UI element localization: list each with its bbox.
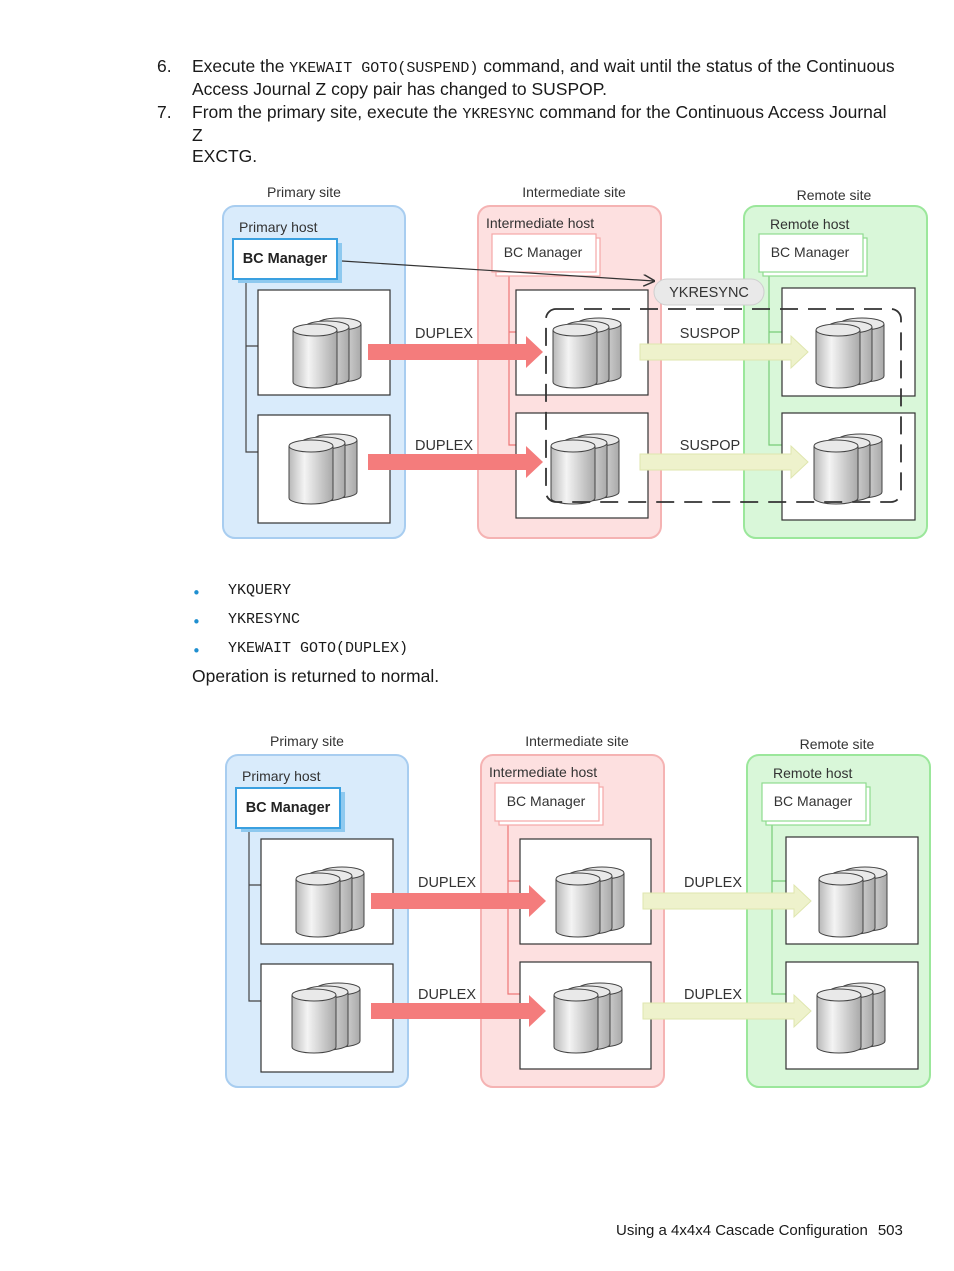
duplex-arrow: [368, 446, 543, 478]
duplex-arrow-remote: [642, 993, 812, 1029]
intermediate-site-label: Intermediate site: [522, 184, 626, 200]
disk-stack-icon: [296, 867, 364, 937]
bc-manager-primary: [232, 238, 338, 280]
bc-manager-remote: [758, 233, 864, 273]
pair-status-label: SUSPOP: [680, 438, 740, 454]
pair-status-label: SUSPOP: [680, 326, 740, 342]
remote-site-label: Remote site: [800, 736, 875, 752]
bc-manager-remote-label: BC Manager: [774, 793, 853, 809]
bullet-icon: •: [192, 642, 201, 660]
bc-manager-primary-label: BC Manager: [246, 800, 331, 816]
primary-site-label: Primary site: [270, 733, 344, 749]
pair-status-label: DUPLEX: [418, 987, 476, 1003]
footer-title: Using a 4x4x4 Cascade Configuration: [616, 1222, 868, 1239]
bc-manager-intermediate-label: BC Manager: [507, 793, 586, 809]
step-text-pre: From the primary site, execute the: [192, 102, 463, 122]
remote-site-label: Remote site: [797, 187, 872, 203]
disk-stack-icon: [816, 318, 884, 388]
command-code: YKRESYNC: [462, 106, 535, 123]
list-item-text: YKEWAIT GOTO(DUPLEX): [228, 640, 409, 657]
disk-stack-icon: [814, 434, 882, 504]
bc-manager-primary: [235, 787, 341, 829]
diagram-resync: Primary site Intermediate site Remote si…: [222, 184, 928, 539]
bc-manager-remote-label: BC Manager: [771, 244, 850, 260]
disk-stack-icon: [292, 983, 360, 1053]
remote-host-label: Remote host: [773, 765, 852, 781]
duplex-arrow: [371, 885, 546, 917]
command-list: • YKQUERY • YKRESYNC • YKEWAIT GOTO(DUPLEX): [192, 580, 408, 667]
primary-host-label: Primary host: [239, 219, 318, 235]
primary-site-label: Primary site: [267, 184, 341, 200]
list-item-text: YKQUERY: [228, 582, 292, 599]
command-pill: [653, 278, 765, 306]
list-item-text: YKRESYNC: [228, 611, 301, 628]
page-number: 503: [877, 1222, 903, 1239]
suspop-arrow: [639, 444, 809, 480]
bc-manager-remote: [761, 782, 867, 822]
list-item: • YKQUERY: [192, 580, 408, 609]
duplex-arrow: [368, 336, 543, 368]
bc-manager-intermediate-label: BC Manager: [504, 244, 583, 260]
step-text-post: command for the Continuous Access Journa…: [192, 102, 887, 145]
pair-status-label: DUPLEX: [418, 875, 476, 891]
suspop-arrow: [639, 334, 809, 370]
intermediate-host-label: Intermediate host: [489, 764, 597, 780]
step-text-line2: EXCTG.: [192, 146, 258, 166]
step-number: 7.: [157, 102, 172, 122]
pair-status-label: DUPLEX: [415, 438, 473, 454]
disk-stack-icon: [817, 983, 885, 1053]
step-text-line2: Access Journal Z copy pair has changed t…: [192, 79, 608, 99]
step-text-post: command, and wait until the status of th…: [478, 56, 895, 76]
intermediate-host-label: Intermediate host: [486, 215, 594, 231]
remote-host-label: Remote host: [770, 216, 849, 232]
bullet-icon: •: [192, 613, 201, 631]
disk-stack-icon: [289, 434, 357, 504]
pair-status-label: DUPLEX: [684, 987, 742, 1003]
diagram-normal: Primary site Intermediate site Remote si…: [225, 733, 931, 1088]
disk-stack-icon: [554, 983, 622, 1053]
bc-manager-primary-label: BC Manager: [243, 251, 328, 267]
bc-manager-intermediate: [491, 233, 597, 273]
pair-status-label: DUPLEX: [415, 326, 473, 342]
disk-stack-icon: [556, 867, 624, 937]
exctg-group: [545, 308, 902, 503]
result-paragraph: Operation is returned to normal.: [192, 666, 440, 686]
step-number: 6.: [157, 56, 172, 76]
step-text-pre: Execute the: [192, 56, 290, 76]
disk-stack-icon: [819, 867, 887, 937]
command-code: YKEWAIT GOTO(SUSPEND): [289, 60, 479, 77]
list-item: • YKRESYNC: [192, 609, 408, 638]
primary-host-label: Primary host: [242, 768, 321, 784]
disk-stack-icon: [551, 434, 619, 504]
command-pill-label: YKRESYNC: [669, 285, 749, 301]
step-text: Execute the YKEWAIT GOTO(SUSPEND) comman…: [192, 56, 902, 100]
duplex-arrow: [371, 995, 546, 1027]
step-text: From the primary site, execute the YKRES…: [192, 102, 902, 167]
disk-stack-icon: [293, 318, 361, 388]
disk-stack-icon: [553, 318, 621, 388]
page-footer: Using a 4x4x4 Cascade Configuration 503: [616, 1222, 903, 1239]
bc-manager-intermediate: [494, 782, 600, 822]
pair-status-label: DUPLEX: [684, 875, 742, 891]
list-item: • YKEWAIT GOTO(DUPLEX): [192, 638, 408, 667]
bullet-icon: •: [192, 584, 201, 602]
intermediate-site-label: Intermediate site: [525, 733, 629, 749]
duplex-arrow-remote: [642, 883, 812, 919]
